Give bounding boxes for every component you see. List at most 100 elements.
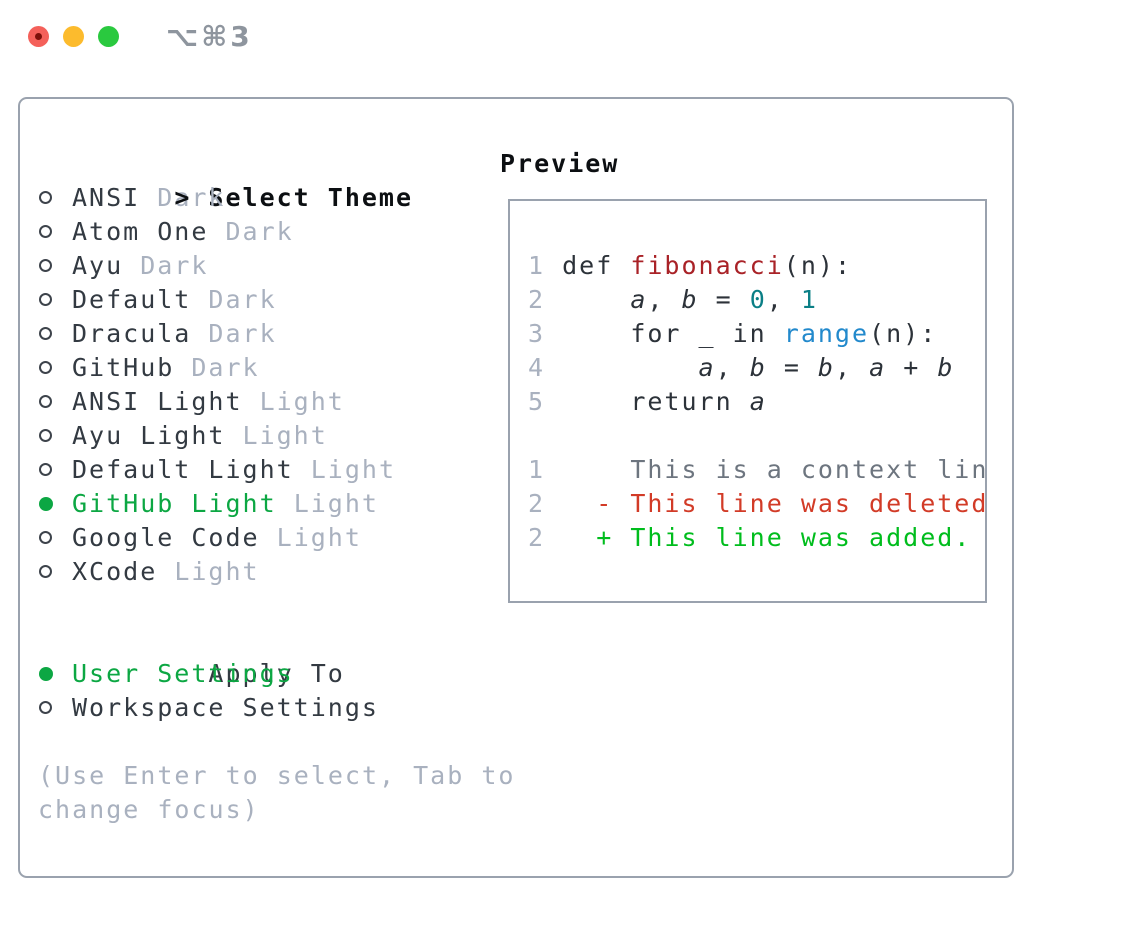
theme-variant: Dark <box>208 319 277 348</box>
radio-cell <box>38 249 72 283</box>
theme-variant: Dark <box>191 353 260 382</box>
radio-unselected-icon <box>39 701 52 714</box>
theme-option[interactable]: Google Code Light <box>38 521 500 555</box>
radio-unselected-icon <box>39 463 52 476</box>
apply-to-header-row: Apply To <box>38 623 500 688</box>
preview-column: Preview 1 def fibonacci(n):2 a, b = 0, 1… <box>500 147 1012 876</box>
code-token: a <box>749 387 767 416</box>
radio-selected-icon <box>39 667 53 681</box>
code-token: b <box>937 353 955 382</box>
apply-to-option[interactable]: User Settings <box>38 657 500 691</box>
code-token: 0 <box>749 285 767 314</box>
close-button[interactable] <box>28 26 49 47</box>
diff-line: 2 + This line was added. <box>528 521 985 555</box>
window-shortcut-label: ⌥⌘3 <box>166 20 253 53</box>
theme-option[interactable]: ANSI Dark <box>38 181 500 215</box>
diff-line: 1 This is a context line. <box>528 453 985 487</box>
diff-line: 2 - This line was deleted. <box>528 487 985 521</box>
theme-name: Dracula <box>72 319 192 348</box>
radio-unselected-icon <box>39 327 52 340</box>
radio-unselected-icon <box>39 191 52 204</box>
radio-cell <box>38 419 72 453</box>
select-theme-title: Select Theme <box>208 183 414 212</box>
line-number: 2 <box>528 523 546 552</box>
theme-option[interactable]: Dracula Dark <box>38 317 500 351</box>
diff-text: + This line was added. <box>545 523 972 552</box>
theme-option[interactable]: Atom One Dark <box>38 215 500 249</box>
theme-option[interactable]: GitHub Dark <box>38 351 500 385</box>
line-number: 2 <box>528 285 546 314</box>
code-token <box>545 285 630 314</box>
theme-variant: Dark <box>157 183 226 212</box>
theme-variant: Light <box>174 557 260 586</box>
line-number: 2 <box>528 489 546 518</box>
theme-option[interactable]: Ayu Light Light <box>38 419 500 453</box>
preview-title: Preview <box>500 149 620 178</box>
theme-variant: Dark <box>140 251 209 280</box>
code-token: def <box>545 251 631 280</box>
radio-unselected-icon <box>39 395 52 408</box>
theme-name: Default Light <box>72 455 294 484</box>
code-line: 1 def fibonacci(n): <box>528 249 985 283</box>
theme-variant: Light <box>293 489 379 518</box>
code-token: return <box>545 387 750 416</box>
keyboard-hint: (Use Enter to select, Tab to change focu… <box>38 761 516 824</box>
apply-to-label: Workspace Settings <box>72 693 379 722</box>
line-number: 1 <box>528 455 546 484</box>
radio-unselected-icon <box>39 259 52 272</box>
code-token: b <box>817 353 835 382</box>
theme-name: XCode <box>72 557 158 586</box>
theme-option[interactable]: GitHub Light Light <box>38 487 500 521</box>
radio-cell <box>38 215 72 249</box>
apply-to-title: Apply To <box>208 659 345 688</box>
theme-name: ANSI <box>72 183 141 212</box>
apply-to-option[interactable]: Workspace Settings <box>38 691 500 725</box>
theme-variant: Light <box>310 455 396 484</box>
radio-unselected-icon <box>39 361 52 374</box>
minimize-button[interactable] <box>63 26 84 47</box>
theme-name: Ayu <box>72 251 124 280</box>
code-token: (n): <box>783 251 853 280</box>
code-token: , <box>766 285 801 314</box>
theme-name: GitHub <box>72 353 175 382</box>
theme-option[interactable]: Default Light Light <box>38 453 500 487</box>
code-token: for _ in <box>545 319 784 348</box>
theme-name: Ayu Light <box>72 421 226 450</box>
code-token: fibonacci <box>630 251 784 280</box>
radio-cell <box>38 351 72 385</box>
code-token <box>545 353 698 382</box>
radio-cell <box>38 487 72 521</box>
blank-line <box>528 419 985 453</box>
theme-option[interactable]: Ayu Dark <box>38 249 500 283</box>
theme-variant: Light <box>276 523 362 552</box>
code-token: , <box>715 353 750 382</box>
theme-variant: Light <box>259 387 345 416</box>
radio-unselected-icon <box>39 429 52 442</box>
theme-option[interactable]: Default Dark <box>38 283 500 317</box>
radio-cell <box>38 453 72 487</box>
theme-variant: Light <box>242 421 328 450</box>
apply-to-label: User Settings <box>72 659 294 688</box>
theme-name: GitHub Light <box>72 489 277 518</box>
radio-cell <box>38 555 72 589</box>
theme-option[interactable]: ANSI Light Light <box>38 385 500 419</box>
code-line: 5 return a <box>528 385 985 419</box>
radio-cell <box>38 691 72 725</box>
code-token: = <box>766 353 818 382</box>
code-line: 3 for _ in range(n): <box>528 317 985 351</box>
code-token: (n): <box>869 319 938 348</box>
radio-cell <box>38 181 72 215</box>
diff-text: - This line was deleted. <box>545 489 987 518</box>
radio-unselected-icon <box>39 225 52 238</box>
radio-unselected-icon <box>39 565 52 578</box>
radio-selected-icon <box>39 497 53 511</box>
theme-option[interactable]: XCode Light <box>38 555 500 589</box>
diff-text: This is a context line. <box>545 455 987 484</box>
radio-cell <box>38 385 72 419</box>
zoom-button[interactable] <box>98 26 119 47</box>
theme-name: Default <box>72 285 192 314</box>
